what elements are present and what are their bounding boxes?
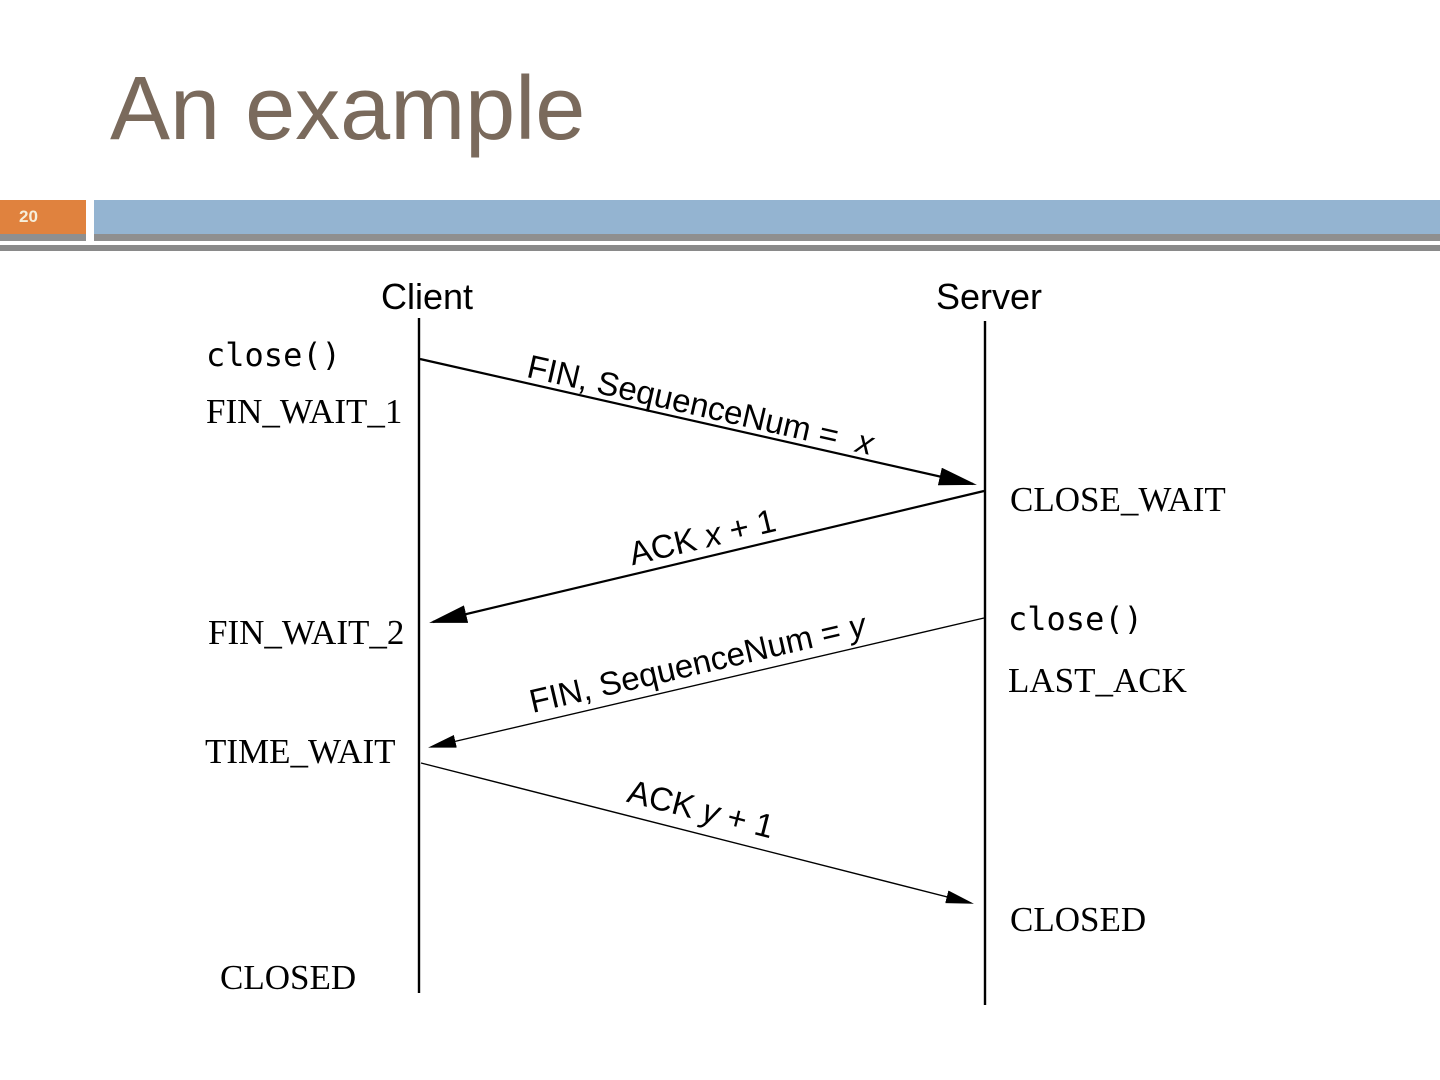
- server-state-close-wait: CLOSE_WAIT: [1010, 480, 1226, 519]
- page-number-badge: 20: [0, 200, 86, 234]
- client-state-time-wait: TIME_WAIT: [205, 732, 396, 771]
- arrow-ack-y: [420, 762, 974, 904]
- server-state-close-call: close(): [1008, 600, 1143, 638]
- message-fin-x-text: FIN, SequenceNum =: [524, 348, 851, 457]
- message-fin-y-text: FIN, SequenceNum =: [526, 610, 853, 720]
- message-ack-x-text: ACK: [625, 518, 709, 572]
- message-ack-y-suffix: + 1: [714, 796, 777, 846]
- server-label: Server: [936, 276, 1042, 317]
- server-state-closed: CLOSED: [1010, 900, 1146, 939]
- client-state-fin-wait-2: FIN_WAIT_2: [208, 613, 404, 652]
- page-number: 20: [19, 207, 38, 226]
- message-label-fin-y: FIN, SequenceNum = y: [526, 605, 872, 720]
- arrow-ack-x: [429, 489, 985, 624]
- client-state-close-call: close(): [206, 336, 341, 374]
- slide-title: An example: [110, 59, 586, 159]
- message-ack-x-suffix: + 1: [716, 501, 779, 550]
- client-label: Client: [381, 276, 473, 317]
- accent-bar: [94, 200, 1440, 234]
- client-state-fin-wait-1: FIN_WAIT_1: [206, 392, 402, 431]
- client-state-closed: CLOSED: [220, 958, 356, 997]
- message-label-ack-x: ACK x + 1: [625, 501, 779, 572]
- page-badge-underline: [0, 234, 86, 241]
- arrow-fin-x: [419, 357, 977, 486]
- message-fin-x-variable: x: [851, 422, 879, 463]
- message-label-fin-x: FIN, SequenceNum = x: [524, 348, 879, 463]
- arrow-fin-y: [428, 617, 985, 748]
- divider-rule: [0, 245, 1440, 251]
- message-ack-y-text: ACK: [624, 772, 708, 827]
- server-state-last-ack: LAST_ACK: [1008, 661, 1187, 700]
- accent-bar-underline: [94, 234, 1440, 241]
